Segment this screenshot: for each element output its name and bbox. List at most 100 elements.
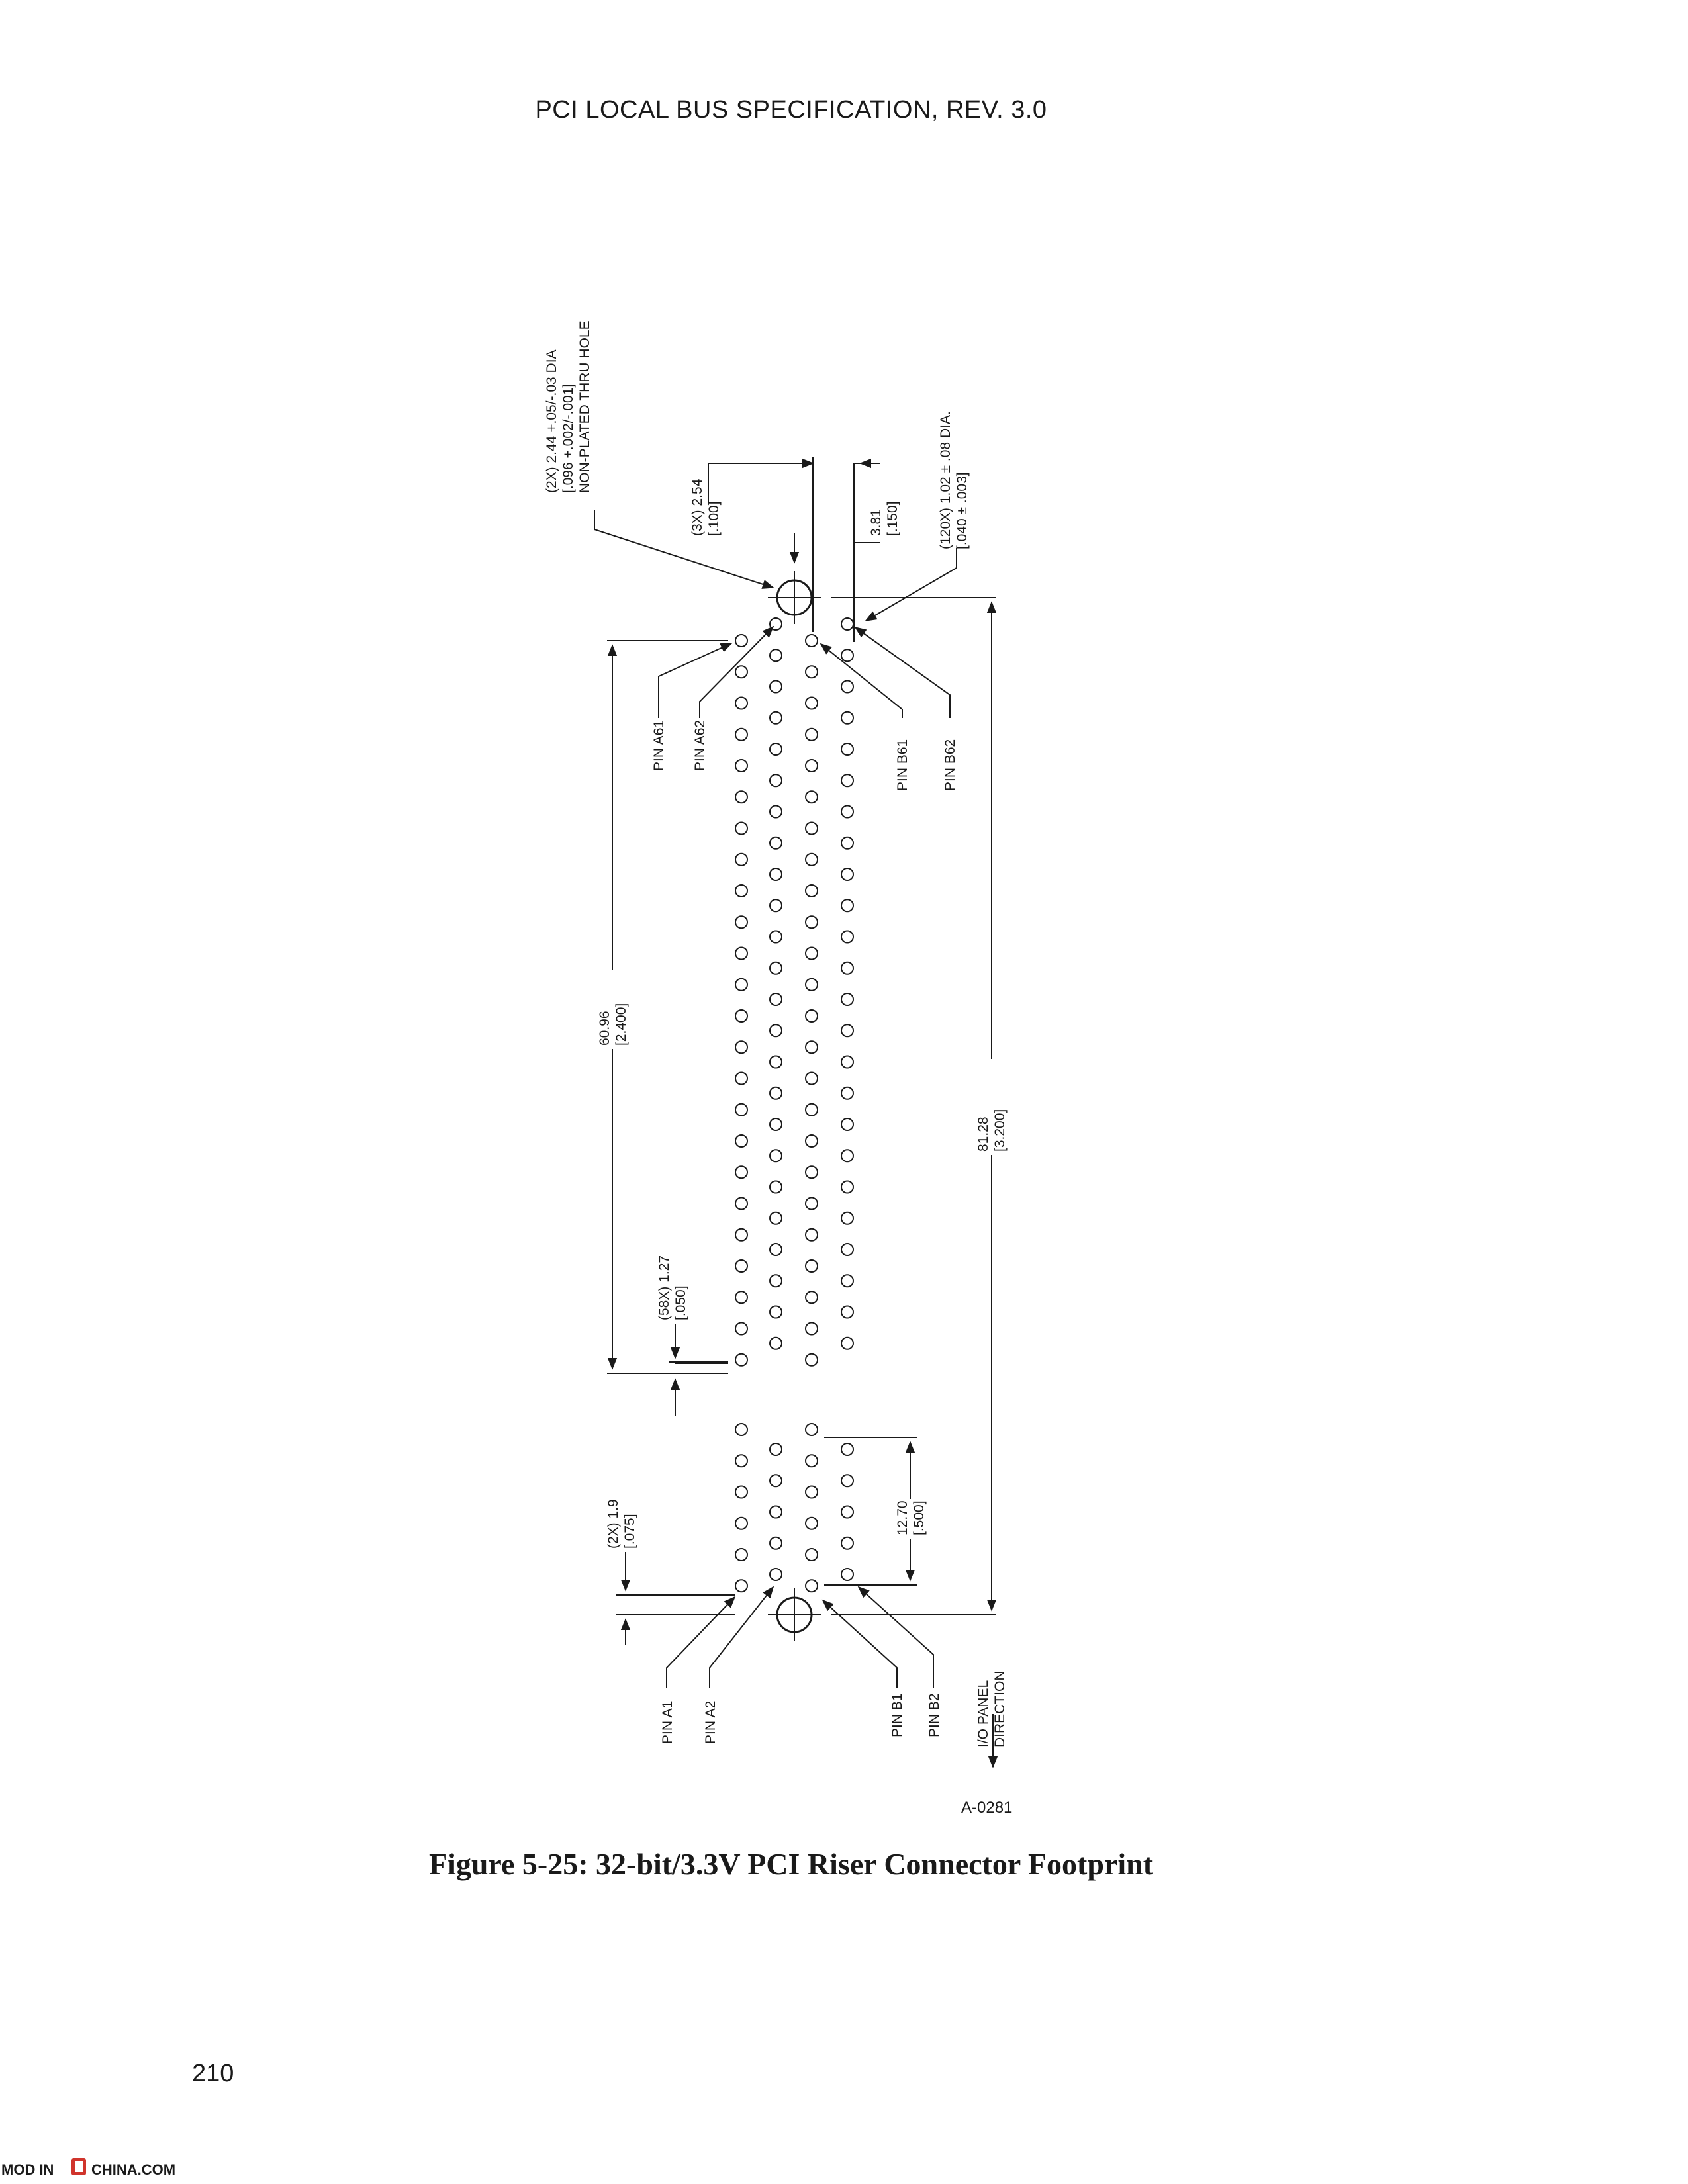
pin-hole: [769, 711, 782, 725]
pin-hole: [805, 915, 818, 929]
pin-hole: [735, 884, 748, 897]
pin-hole: [735, 665, 748, 679]
watermark-right: CHINA.COM: [91, 2161, 175, 2178]
pin-hole: [769, 1118, 782, 1131]
pin-hole: [769, 1149, 782, 1163]
running-header: PCI LOCAL BUS SPECIFICATION, REV. 3.0: [535, 96, 1047, 124]
pin-hole: [841, 680, 854, 694]
pin-hole: [841, 617, 854, 631]
watermark-emblem-icon: [71, 2158, 86, 2175]
pin-hole: [805, 1516, 818, 1530]
pin-hole: [769, 1474, 782, 1488]
pin-hole: [805, 759, 818, 772]
pin-hole: [735, 1516, 748, 1530]
label-pin-b2: PIN B2: [927, 1693, 942, 1737]
callout-io-panel: I/O PANEL DIRECTION: [976, 1671, 1008, 1748]
pin-hole: [735, 1454, 748, 1468]
pin-hole: [841, 1118, 854, 1131]
pin-hole: [805, 1291, 818, 1304]
pin-hole: [769, 1505, 782, 1519]
pin-hole: [769, 805, 782, 819]
pin-hole: [805, 978, 818, 991]
pin-hole: [735, 915, 748, 929]
pin-hole: [735, 1322, 748, 1336]
pin-hole: [841, 868, 854, 881]
figure-id: A-0281: [961, 1799, 1013, 1817]
label-pin-a62: PIN A62: [692, 720, 708, 771]
pin-hole: [841, 961, 854, 975]
pin-hole: [735, 790, 748, 804]
pin-hole: [841, 1336, 854, 1350]
pin-hole-array: [735, 617, 854, 1593]
pin-hole: [805, 727, 818, 741]
pin-hole: [735, 1071, 748, 1085]
pin-hole: [769, 774, 782, 788]
pin-hole: [769, 836, 782, 850]
pin-hole: [769, 1336, 782, 1350]
pin-hole: [735, 1548, 748, 1561]
callout-span-81: 81.28 [3.200]: [976, 1109, 1008, 1152]
pin-hole: [735, 1197, 748, 1210]
pin-hole: [735, 1134, 748, 1148]
pin-hole: [841, 836, 854, 850]
pin-hole: [841, 1024, 854, 1038]
pin-hole: [769, 1024, 782, 1038]
pin-hole: [735, 727, 748, 741]
label-pin-a2: PIN A2: [703, 1701, 718, 1744]
label-pin-a61: PIN A61: [651, 720, 667, 771]
pin-hole: [805, 665, 818, 679]
label-pin-a1: PIN A1: [660, 1701, 675, 1744]
pin-hole: [735, 634, 748, 647]
pin-hole: [769, 1568, 782, 1581]
pin-hole: [769, 930, 782, 944]
pin-hole: [735, 821, 748, 835]
pin-hole: [805, 852, 818, 866]
pin-hole: [735, 696, 748, 710]
pin-hole: [805, 1009, 818, 1023]
pin-hole: [769, 1055, 782, 1069]
pin-hole: [841, 1443, 854, 1456]
pin-hole: [735, 1423, 748, 1436]
pin-hole: [735, 759, 748, 772]
pin-hole: [805, 1548, 818, 1561]
pin-hole: [769, 1536, 782, 1550]
pin-hole: [769, 617, 782, 631]
pin-hole: [735, 978, 748, 991]
pin-hole: [841, 1243, 854, 1256]
pin-hole: [769, 743, 782, 756]
label-pin-b61: PIN B61: [895, 739, 910, 791]
callout-offset: 3.81 [.150]: [868, 501, 900, 536]
pin-hole: [841, 711, 854, 725]
pin-hole: [769, 649, 782, 662]
pin-hole: [805, 634, 818, 647]
pin-hole: [769, 1305, 782, 1319]
pin-hole: [841, 1474, 854, 1488]
pin-hole: [805, 1579, 818, 1593]
pin-hole: [735, 946, 748, 960]
pin-hole: [841, 1536, 854, 1550]
callout-mounting-hole: (2X) 2.44 +.05/-.03 DIA [.096 +.002/-.00…: [544, 320, 592, 493]
page-number: 210: [192, 2060, 234, 2087]
pin-hole: [841, 1180, 854, 1194]
pin-hole: [805, 1040, 818, 1054]
pin-hole: [841, 930, 854, 944]
pin-hole: [805, 946, 818, 960]
pin-hole: [769, 1274, 782, 1288]
pin-hole: [769, 961, 782, 975]
pin-hole: [735, 1009, 748, 1023]
pin-hole: [841, 1149, 854, 1163]
pin-hole: [805, 1165, 818, 1179]
leader-lines: [594, 510, 957, 1688]
pin-hole: [735, 1259, 748, 1273]
pin-hole: [769, 1443, 782, 1456]
dimension-labels: (2X) 2.44 +.05/-.03 DIA [.096 +.002/-.00…: [544, 320, 1008, 1747]
pin-hole: [735, 1353, 748, 1367]
pin-hole: [841, 1505, 854, 1519]
pin-hole: [735, 1040, 748, 1054]
pin-hole: [841, 1211, 854, 1225]
pin-hole: [841, 649, 854, 662]
pin-hole: [841, 1305, 854, 1319]
pin-hole: [805, 1454, 818, 1468]
callout-pin-hole: (120X) 1.02 ± .08 DIA. [.040 ± .003]: [938, 407, 970, 549]
pin-hole: [841, 1274, 854, 1288]
